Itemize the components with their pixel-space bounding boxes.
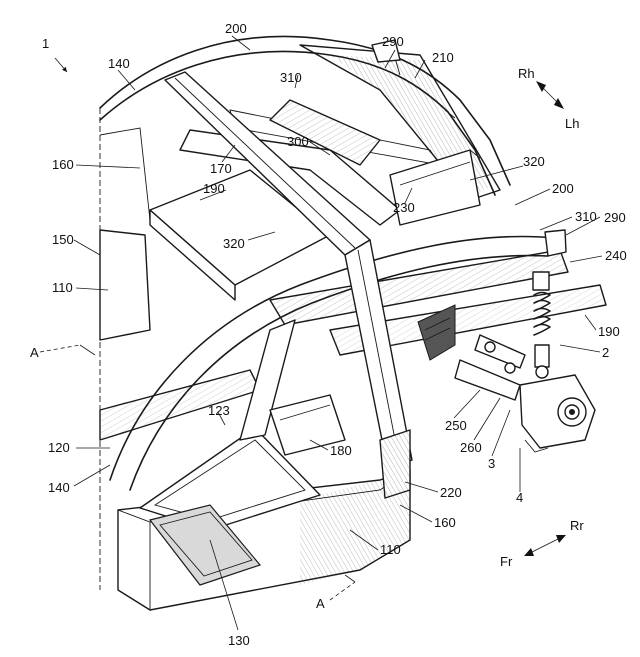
label-160-bottom: 160 <box>434 515 456 530</box>
label-110-left: 110 <box>52 280 73 295</box>
label-230: 230 <box>393 200 415 215</box>
label-190-right: 190 <box>598 324 620 339</box>
direction-arrows <box>524 81 566 556</box>
knuckle-hub <box>519 374 596 453</box>
reference-labels: 1 200 290 210 140 310 300 170 160 190 23… <box>30 21 627 648</box>
label-190-left: 190 <box>203 181 225 196</box>
label-320-top: 320 <box>523 154 545 169</box>
label-130: 130 <box>228 633 250 648</box>
direction-lh: Lh <box>565 116 579 131</box>
label-3: 3 <box>488 456 495 471</box>
label-310-right: 310 <box>575 209 597 224</box>
label-260: 260 <box>460 440 482 455</box>
shock-absorber <box>532 271 551 379</box>
label-250: 250 <box>445 418 467 433</box>
direction-labels: Rh Lh Rr Fr <box>500 66 584 569</box>
label-fig-1: 1 <box>42 36 49 51</box>
label-4: 4 <box>516 490 523 505</box>
label-123: 123 <box>208 403 230 418</box>
label-140-top: 140 <box>108 56 130 71</box>
label-200-right: 200 <box>552 181 574 196</box>
label-310-top: 310 <box>280 70 302 85</box>
label-290-top: 290 <box>382 34 404 49</box>
label-2: 2 <box>602 345 609 360</box>
label-120: 120 <box>48 440 70 455</box>
direction-fr: Fr <box>500 554 513 569</box>
label-210: 210 <box>432 50 454 65</box>
label-320-center: 320 <box>223 236 245 251</box>
label-170: 170 <box>210 161 232 176</box>
label-150: 150 <box>52 232 74 247</box>
label-180: 180 <box>330 443 352 458</box>
label-A-left: A <box>30 345 39 360</box>
direction-rh: Rh <box>518 66 535 81</box>
label-200-top: 200 <box>225 21 247 36</box>
label-240: 240 <box>605 248 627 263</box>
label-160-left: 160 <box>52 157 74 172</box>
leader-lines <box>39 35 603 631</box>
frame-drawing <box>99 35 607 611</box>
label-220: 220 <box>440 485 462 500</box>
label-A-bottom: A <box>316 596 325 611</box>
label-300: 300 <box>287 134 309 149</box>
label-110-bottom: 110 <box>380 542 401 557</box>
label-290-right: 290 <box>604 210 626 225</box>
direction-rr: Rr <box>570 518 584 533</box>
label-140-bottom: 140 <box>48 480 70 495</box>
